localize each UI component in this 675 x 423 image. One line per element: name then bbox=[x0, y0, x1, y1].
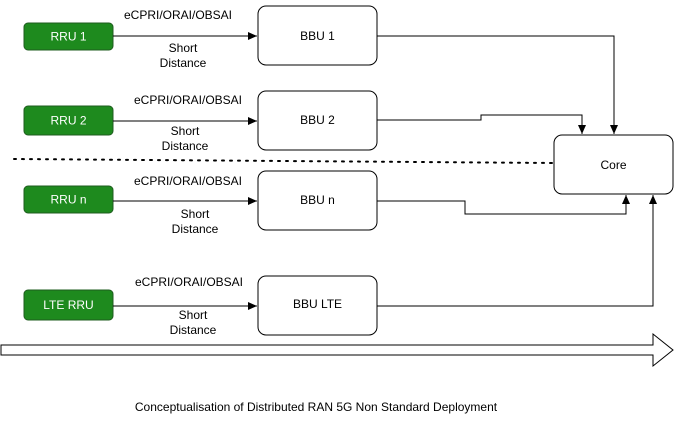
lte-rru-label: LTE RRU bbox=[43, 298, 93, 312]
lte-rru-distance-line1: Short bbox=[179, 308, 208, 322]
rru-n-distance-line2: Distance bbox=[172, 222, 219, 236]
rru-1-distance-line1: Short bbox=[169, 41, 198, 55]
timeline-arrow bbox=[0, 332, 674, 368]
bbu-n-to-core bbox=[377, 195, 630, 215]
lte-rru-node bbox=[23, 289, 114, 321]
lte-rru-distance-line2: Distance bbox=[170, 323, 217, 337]
bbu-lte-to-core bbox=[377, 195, 657, 307]
separator-line bbox=[13, 158, 554, 164]
bbu-1-to-core bbox=[377, 35, 618, 134]
bbu-2-label: BBU 2 bbox=[300, 113, 335, 127]
rru-1-protocol: eCPRI/ORAI/OBSAI bbox=[124, 8, 232, 22]
rru-2-distance-line1: Short bbox=[171, 124, 200, 138]
bbu-1-label: BBU 1 bbox=[300, 29, 335, 43]
rru-n-protocol: eCPRI/ORAI/OBSAI bbox=[134, 174, 242, 188]
rru-2-label: RRU 2 bbox=[50, 114, 86, 128]
core-label: Core bbox=[600, 158, 626, 172]
bbu-2-to-core bbox=[377, 114, 586, 134]
rru-n-node bbox=[23, 185, 114, 214]
rru-1-label: RRU 1 bbox=[50, 30, 86, 44]
core-node bbox=[553, 134, 674, 195]
lte-rru-protocol: eCPRI/ORAI/OBSAI bbox=[135, 275, 243, 289]
rru-2-protocol: eCPRI/ORAI/OBSAI bbox=[134, 93, 242, 107]
rru-2-distance-line2: Distance bbox=[162, 139, 209, 153]
rru-n-label: RRU n bbox=[50, 193, 86, 207]
bbu-lte-label: BBU LTE bbox=[293, 297, 342, 311]
bbu-n-label: BBU n bbox=[300, 193, 335, 207]
rru-n-distance-line1: Short bbox=[181, 207, 210, 221]
diagram-caption: Conceptualisation of Distributed RAN 5G … bbox=[135, 400, 498, 414]
rru-1-distance-line2: Distance bbox=[160, 56, 207, 70]
